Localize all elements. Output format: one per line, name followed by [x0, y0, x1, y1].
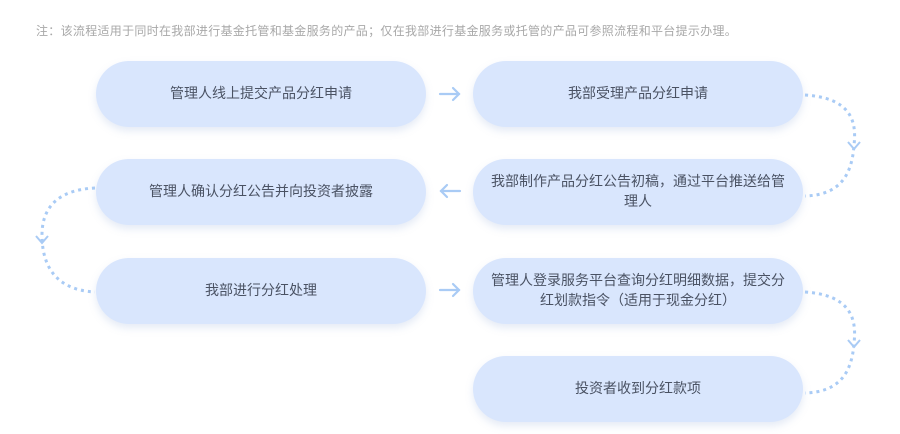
step-1-submit-application: 管理人线上提交产品分红申请: [96, 61, 426, 127]
curve-step2-to-step3-arrowhead: [847, 141, 861, 151]
flow-note: 注：该流程适用于同时在我部进行基金托管和基金服务的产品；仅在我部进行基金服务或托…: [36, 24, 738, 38]
arrow-step1-to-step2: [438, 86, 461, 102]
curve-step4-to-step5: [40, 186, 96, 294]
step-5-process-dividend: 我部进行分红处理: [96, 258, 426, 324]
step-4-confirm-disclose: 管理人确认分红公告并向投资者披露: [96, 159, 426, 225]
step-2-accept-application: 我部受理产品分红申请: [473, 61, 803, 127]
step-6-submit-instruction: 管理人登录服务平台查询分红明细数据，提交分红划款指令（适用于现金分红）: [473, 258, 803, 324]
step-7-investor-receives: 投资者收到分红款项: [473, 356, 803, 422]
curve-step4-to-step5-arrowhead: [35, 235, 49, 245]
step-3-draft-announcement: 我部制作产品分红公告初稿，通过平台推送给管理人: [473, 159, 803, 225]
curve-step6-to-step7-arrowhead: [847, 339, 861, 349]
curve-step6-to-step7: [804, 290, 857, 395]
arrow-step3-to-step4: [439, 183, 462, 199]
curve-step2-to-step3: [804, 93, 857, 198]
arrow-step5-to-step6: [438, 282, 461, 298]
